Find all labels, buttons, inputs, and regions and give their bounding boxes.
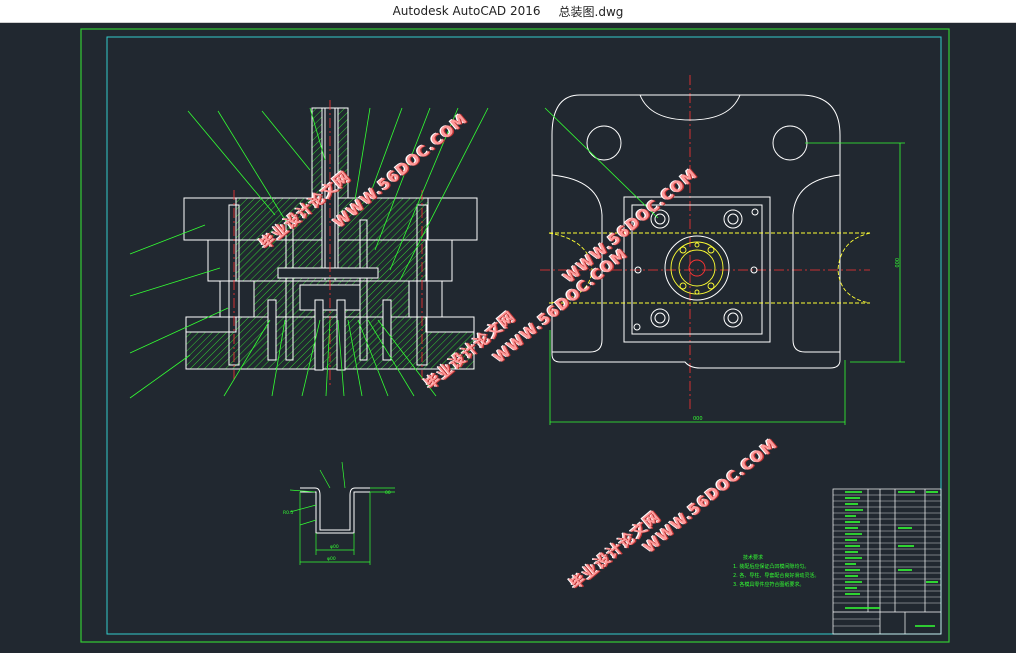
part-detail [300, 487, 370, 534]
note-item: 2. 各、导柱、导套配合良好滑动灵活。 [733, 573, 820, 579]
note-item: 3. 各模具零件应符合图纸要求。 [733, 582, 805, 588]
notes-heading: 技术要求 [743, 555, 764, 561]
file-name: 总装图.dwg [558, 4, 624, 19]
svg-text:R0.5: R0.5 [283, 510, 293, 516]
svg-text:00: 00 [385, 490, 391, 496]
dimension-lines [544, 107, 905, 425]
title-bar: Autodesk AutoCAD 2016 总装图.dwg [0, 0, 1016, 23]
outer-border [80, 28, 950, 643]
inner-border [106, 36, 942, 635]
title-block-text [845, 491, 938, 627]
leader-lines [129, 107, 489, 399]
strip-layout [548, 232, 871, 304]
top-view [551, 94, 841, 369]
svg-text:φ00: φ00 [327, 556, 336, 562]
note-item: 1. 装配后应保证凸凹模间隙均匀。 [733, 564, 810, 570]
app-title: Autodesk AutoCAD 2016 [392, 4, 541, 18]
svg-text:000: 000 [893, 258, 899, 268]
technical-notes: 技术要求 1. 装配后应保证凸凹模间隙均匀。 2. 各、导柱、导套配合良好滑动灵… [733, 554, 819, 590]
svg-text:φ00: φ00 [330, 544, 339, 550]
title-block-rows [833, 494, 941, 627]
drawing-canvas[interactable]: 000 000 φ00 φ00 00 R0.5 [0, 23, 1016, 653]
title-block [832, 488, 942, 635]
part-dims [289, 461, 395, 565]
svg-text:000: 000 [693, 416, 703, 422]
